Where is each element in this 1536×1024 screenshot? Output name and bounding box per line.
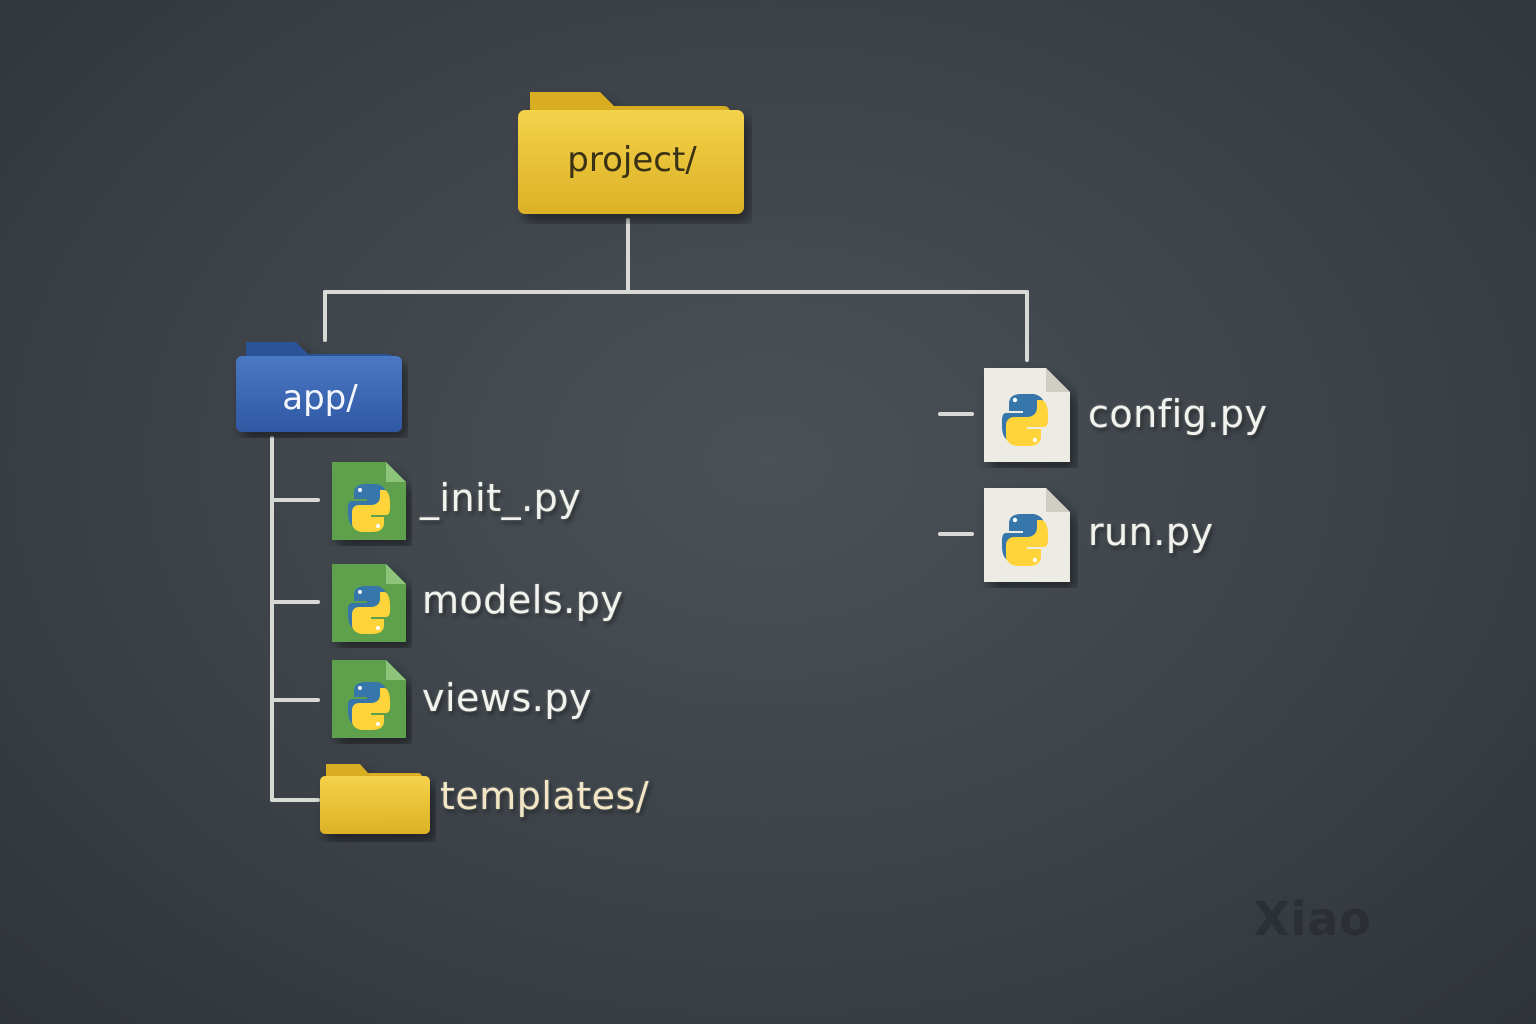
file-label-models: models.py xyxy=(422,578,624,622)
root-folder-label: project/ xyxy=(567,140,697,180)
folder-icon xyxy=(518,92,744,214)
file-label-views: views.py xyxy=(422,676,592,720)
folder-icon xyxy=(236,342,402,432)
file-label-init: _init_.py xyxy=(420,476,582,520)
file-label-run: run.py xyxy=(1088,510,1214,554)
app-folder-label: app/ xyxy=(282,378,358,418)
python-file-icon xyxy=(332,660,406,738)
file-label-config: config.py xyxy=(1088,392,1268,436)
folder-label-templates: templates/ xyxy=(440,774,650,818)
watermark: Xiao xyxy=(1254,892,1372,946)
python-file-icon xyxy=(984,368,1070,462)
python-file-icon xyxy=(332,462,406,540)
folder-icon xyxy=(320,764,430,834)
python-file-icon xyxy=(332,564,406,642)
python-file-icon xyxy=(984,488,1070,582)
